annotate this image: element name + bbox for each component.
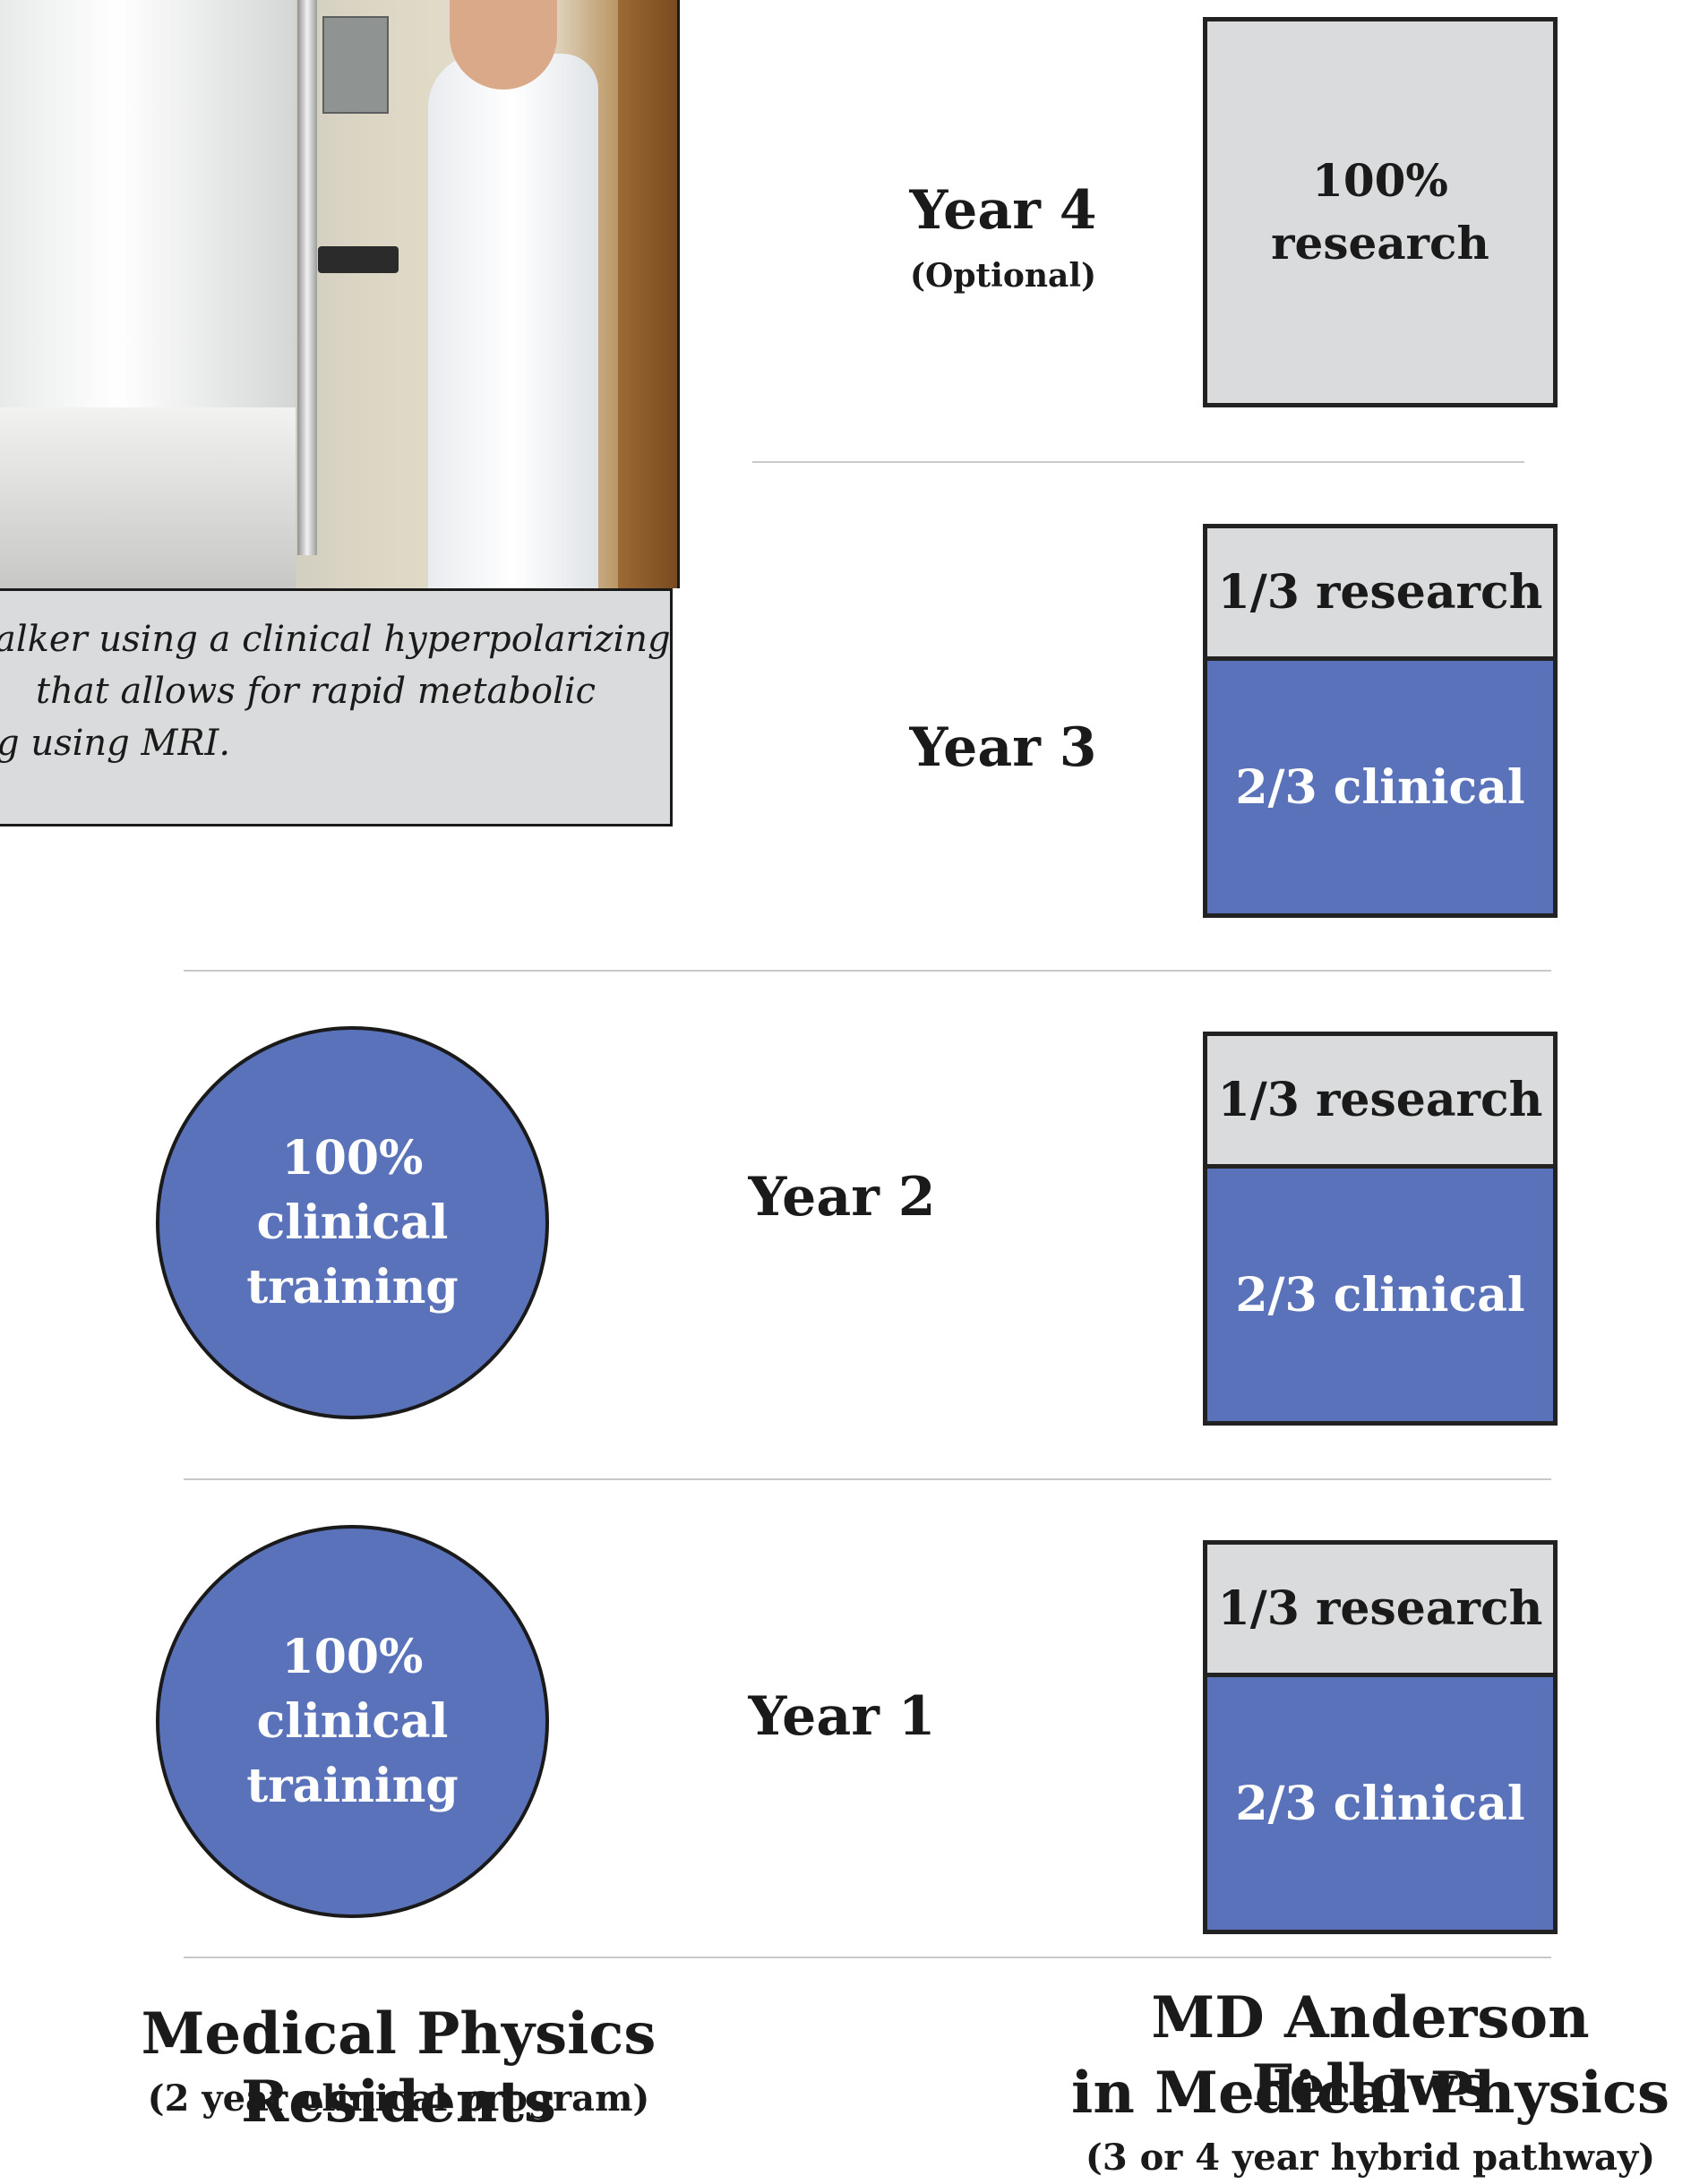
residents-subtitle: (2 year clinical program) <box>147 2077 650 2120</box>
year-2-circle-line-1: 100% <box>281 1130 424 1186</box>
fellows-title-line-2: in Medical Physics <box>1071 2060 1669 2127</box>
physicist-photo <box>0 0 680 588</box>
year-2-research-share: 1/3 research <box>1207 1036 1553 1169</box>
lab-coat-figure <box>428 54 598 588</box>
wall-control-box <box>322 16 389 114</box>
year-2-circle-line-3: training <box>246 1259 459 1315</box>
year-4-box-line-1: 100% <box>1312 154 1448 207</box>
year-2-circle-line-2: clinical <box>256 1195 449 1250</box>
year-2-resident-circle: 100% clinical training <box>156 1026 549 1419</box>
year-4-box-line-2: research <box>1271 217 1489 270</box>
year-4-label: Year 4 <box>909 179 1097 242</box>
keyboard <box>318 246 399 273</box>
fellows-subtitle: (3 or 4 year hybrid pathway) <box>1085 2137 1656 2179</box>
person-head <box>450 0 557 90</box>
year-3-clinical-share: 2/3 clinical <box>1207 661 1553 913</box>
divider-year4-year3 <box>752 461 1524 463</box>
divider-footer <box>184 1957 1551 1958</box>
year-3-research-share: 1/3 research <box>1207 528 1553 661</box>
caption-line-2: that allows for rapid metabolic <box>36 671 597 712</box>
year-1-clinical-share: 2/3 clinical <box>1207 1677 1553 1930</box>
year-3-fellow-box: 1/3 research 2/3 clinical <box>1203 524 1558 918</box>
year-2-fellow-box: 1/3 research 2/3 clinical <box>1203 1032 1558 1426</box>
fellows-title-line-1: MD Anderson Fellows <box>1151 1984 1590 2120</box>
year-1-research-share: 1/3 research <box>1207 1545 1553 1677</box>
year-1-circle-line-3: training <box>246 1758 459 1813</box>
caption-line-1: alker using a clinical hyperpolarizing <box>0 619 671 660</box>
year-1-label: Year 1 <box>748 1685 936 1748</box>
year-2-clinical-share: 2/3 clinical <box>1207 1169 1553 1421</box>
year-1-circle-line-2: clinical <box>256 1693 449 1749</box>
support-pole <box>297 0 317 555</box>
year-1-resident-circle: 100% clinical training <box>156 1525 549 1918</box>
year-3-label: Year 3 <box>909 716 1097 779</box>
caption-line-3: g using MRI. <box>0 723 231 764</box>
year-2-label: Year 2 <box>748 1166 936 1229</box>
year-1-fellow-box: 1/3 research 2/3 clinical <box>1203 1540 1558 1934</box>
residents-title: Medical Physics Residents <box>141 2000 657 2136</box>
year-1-circle-line-1: 100% <box>281 1629 424 1684</box>
year-4-research-box: 100% research <box>1203 17 1558 407</box>
divider-year2-year1 <box>184 1478 1551 1480</box>
door <box>618 0 677 588</box>
year-4-optional-note: (Optional) <box>909 257 1097 295</box>
divider-year3-year2 <box>184 970 1551 972</box>
photo-caption: alker using a clinical hyperpolarizing t… <box>0 588 673 826</box>
console-unit <box>0 407 296 588</box>
